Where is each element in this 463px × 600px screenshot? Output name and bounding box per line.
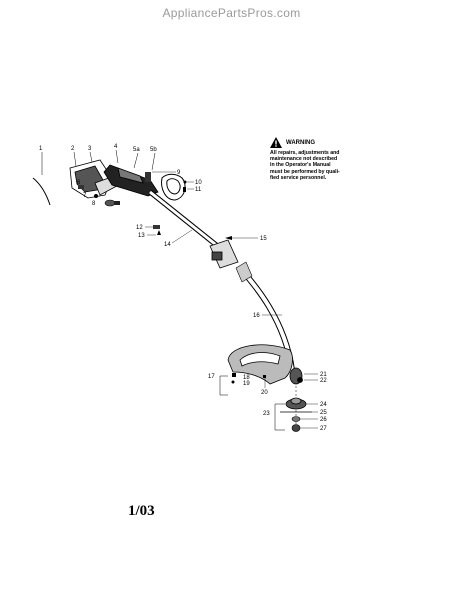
callout-5a: 5a [133,147,140,153]
callout-8: 8 [92,201,96,207]
gear-head [289,367,303,385]
callout-22: 22 [320,378,327,384]
callout-4: 4 [114,144,118,150]
callout-17: 17 [208,374,215,380]
warning-line: must be performed by quali- [270,168,340,175]
part-24-spool-housing [285,397,307,410]
warning-box: WARNING All repairs, adjustments and mai… [270,137,370,181]
callout-16: 16 [253,313,260,319]
warning-triangle-icon [270,137,282,148]
shaft-upper [148,190,222,250]
callout-1: 1 [39,146,43,152]
callout-11: 11 [195,187,202,193]
part-8-plug [104,199,120,207]
part-9-switch [145,172,151,182]
callout-27: 27 [320,426,327,432]
warning-line: fied service personnel. [270,174,327,181]
part-6-clip [78,185,84,189]
callout-23: 23 [263,411,270,417]
callout-14: 14 [164,242,171,248]
callout-21: 21 [320,372,327,378]
warning-title-row: WARNING [270,137,370,148]
callout-9: 9 [177,170,181,176]
warning-text: All repairs, adjustments and maintenance… [270,150,370,181]
callout-7: 7 [83,193,87,199]
part-26-spring [291,416,301,422]
callout-13: 13 [138,233,145,239]
callout-18: 18 [243,375,250,381]
callout-6: 6 [77,180,81,186]
warning-title: WARNING [286,139,315,146]
callout-2: 2 [71,146,75,152]
warning-line: maintenance not described [270,156,338,163]
warning-line: in the Operator's Manual [270,162,331,169]
callout-19: 19 [243,381,250,387]
date-code: 1/03 [128,503,155,519]
callout-15: 15 [260,236,267,242]
part-1-line [32,177,51,206]
part-17-guard [227,344,293,385]
part-13-nut [157,230,161,235]
callout-12: 12 [136,225,143,231]
part-10-hanger [161,173,186,201]
callout-10: 10 [195,180,202,186]
callout-25: 25 [320,410,327,416]
callout-3: 3 [88,146,92,152]
part-15-coupler [209,239,239,269]
callout-26: 26 [320,417,327,423]
warning-line: All repairs, adjustments and [270,150,340,156]
callout-20: 20 [261,390,268,396]
part-12-clamp [153,225,160,229]
part-11-screw [183,187,186,192]
site-watermark: AppliancePartsPros.com [162,6,301,20]
part-7-screw [94,194,98,198]
callout-5b: 5b [150,147,157,153]
part-27-bump-knob [291,424,301,432]
handle-assembly [103,164,159,197]
callout-24: 24 [320,402,327,408]
